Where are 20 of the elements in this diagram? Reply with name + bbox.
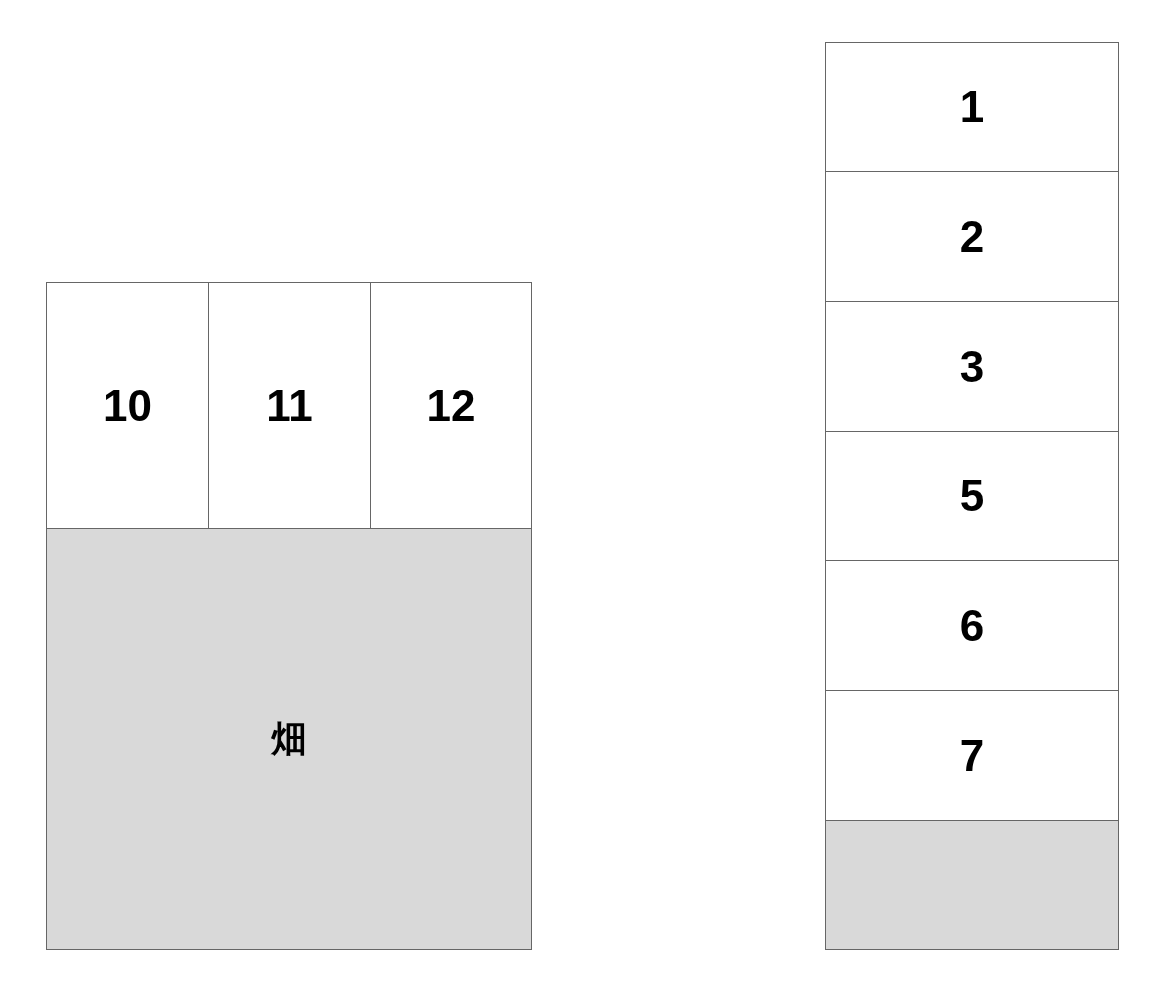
plot-label: 11	[266, 383, 313, 428]
plot-label: 2	[959, 214, 985, 259]
plot-box	[825, 301, 1119, 432]
plot-box	[46, 282, 209, 529]
field-area	[46, 528, 532, 950]
plot-label: 5	[959, 474, 985, 518]
empty-box	[825, 820, 1119, 950]
plot-label: 1	[959, 85, 985, 129]
plot-label: 畑	[271, 721, 307, 757]
plot-label: 6	[959, 603, 985, 648]
plot-label: 3	[959, 344, 985, 389]
plot-box	[825, 42, 1119, 172]
plot-box	[370, 282, 532, 529]
plot-box	[825, 690, 1119, 821]
plot-box	[825, 431, 1119, 561]
plot-label: 10	[103, 383, 152, 428]
plot-label: 7	[959, 733, 985, 778]
plot-box	[825, 171, 1119, 302]
plot-label: 12	[426, 383, 476, 428]
plot-box	[825, 560, 1119, 691]
